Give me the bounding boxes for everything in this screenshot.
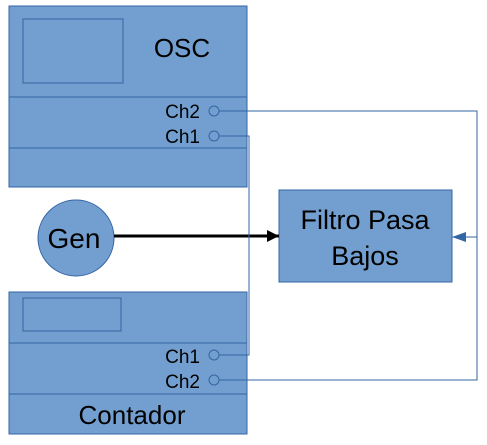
- oscilloscope: OSC Ch2 Ch1: [8, 5, 248, 188]
- oscilloscope-ch2-label: Ch2: [165, 102, 200, 123]
- counter-ch1-label: Ch1: [165, 347, 200, 368]
- filter-label-line1: Filtro Pasa: [300, 205, 430, 235]
- generator: Gen: [37, 199, 115, 277]
- counter-ch2-wire: [219, 237, 478, 381]
- oscilloscope-ch1-label: Ch1: [165, 127, 200, 148]
- low-pass-filter: Filtro Pasa Bajos: [278, 189, 453, 283]
- counter-label: Contador: [79, 400, 186, 430]
- generator-label: Gen: [48, 223, 101, 254]
- generator-body: [37, 199, 115, 277]
- counter: Ch1 Ch2 Contador: [8, 291, 248, 435]
- counter-display: [22, 297, 122, 332]
- filter-label-line2: Bajos: [331, 241, 399, 271]
- counter-ch2-label: Ch2: [165, 372, 200, 393]
- osc-ch1-wire: [219, 135, 250, 236]
- counter-ch1-wire: [219, 236, 250, 356]
- oscilloscope-screen: [22, 18, 124, 84]
- filter-output-arrowhead: [452, 232, 466, 242]
- oscilloscope-label: OSC: [154, 33, 210, 63]
- filter-body: [278, 189, 453, 283]
